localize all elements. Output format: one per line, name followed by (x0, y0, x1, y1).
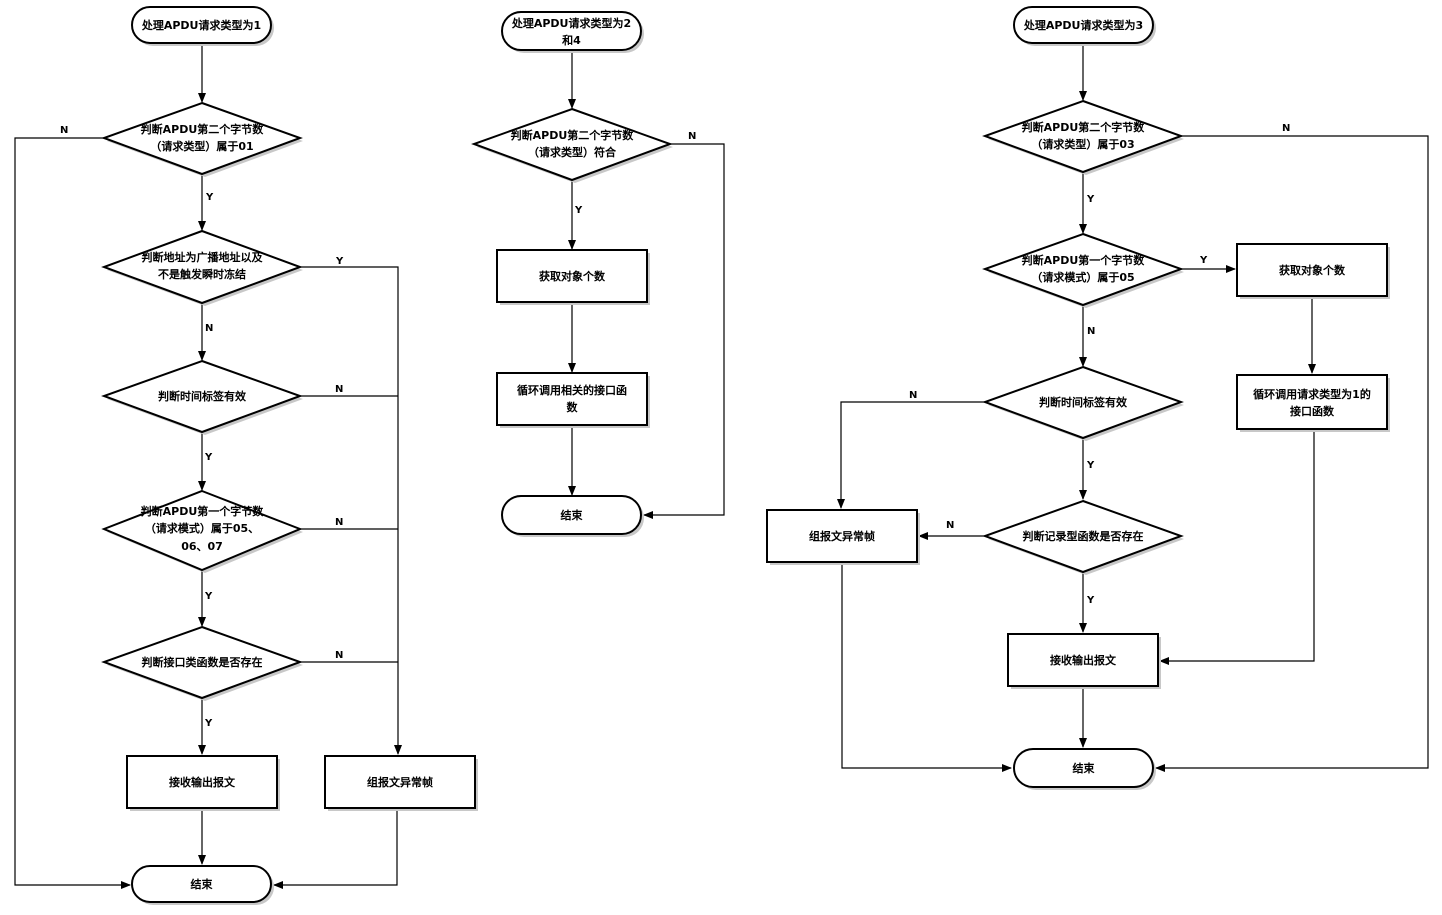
start-label-line2: 和4 (562, 33, 581, 47)
process-label: 接收输出报文 (169, 775, 236, 789)
end-terminal: 结束 (131, 865, 274, 905)
edge-label-yes: Y (204, 718, 213, 729)
decision-label-line1: 判断地址为广播地址以及 (142, 250, 264, 264)
decision-label: 判断记录型函数是否存在 (1023, 529, 1144, 543)
edge-req-type-no (643, 143, 725, 519)
decision-label-line2: （请求模式）属于05 (1031, 270, 1134, 284)
flowchart-1-edge-labels: N Y Y N N Y N Y N Y (60, 125, 344, 729)
decision-time-tag: 判断时间标签有效 (101, 359, 303, 435)
edge-label-yes: Y (1086, 194, 1095, 205)
decision-label-line1: 判断APDU第一个字节数 (1022, 253, 1146, 267)
decision-label-line2: （请求类型）属于03 (1031, 137, 1134, 151)
edge-label-no: N (946, 520, 954, 531)
decision-label: 判断时间标签有效 (1039, 395, 1128, 409)
process-label-line2: 接口函数 (1290, 404, 1335, 418)
start-terminal: 处理APDU请求类型为1 (131, 6, 274, 46)
process-loop-call: 循环调用请求类型为1的 接口函数 (1236, 374, 1390, 432)
edge-label-no: N (335, 650, 343, 661)
process-label: 获取对象个数 (539, 269, 606, 283)
decision-label-line3: 06、07 (181, 540, 223, 553)
start-terminal: 处理APDU请求类型为2 和4 (501, 11, 644, 53)
start-label: 处理APDU请求类型为1 (141, 18, 261, 32)
edge-label-yes: Y (204, 452, 213, 463)
end-terminal: 结束 (501, 495, 644, 537)
start-label: 处理APDU请求类型为3 (1023, 18, 1143, 32)
process-label: 接收输出报文 (1050, 653, 1117, 667)
decision-label-line1: 判断APDU第二个字节数 (141, 122, 265, 136)
process-receive-output: 接收输出报文 (126, 755, 280, 811)
edge-error-to-end (841, 562, 1012, 772)
process-get-object-count: 获取对象个数 (1236, 243, 1390, 299)
process-error-frame: 组报文异常帧 (324, 755, 478, 811)
edge-label-no: N (335, 384, 343, 395)
edge-label-yes: Y (1199, 255, 1208, 266)
process-label: 组报文异常帧 (809, 529, 875, 543)
end-label: 结束 (560, 508, 584, 522)
edge-label-no: N (335, 517, 343, 528)
end-terminal: 结束 (1013, 748, 1156, 790)
edge-label-no: N (688, 131, 696, 142)
decision-request-type: 判断APDU第二个字节数 （请求类型）属于03 (982, 99, 1184, 175)
decision-label-line1: 判断APDU第二个字节数 (511, 128, 635, 142)
edge-req-type-no (1155, 135, 1429, 772)
decision-label-line2: （请求模式）属于05、 (145, 521, 259, 535)
process-label: 组报文异常帧 (367, 775, 433, 789)
end-label: 结束 (190, 877, 214, 891)
edge-label-no: N (909, 390, 917, 401)
edge-loop-to-receive (1159, 429, 1315, 665)
decision-request-mode: 判断APDU第一个字节数 （请求模式）属于05 (982, 232, 1184, 308)
decision-time-tag: 判断时间标签有效 (982, 365, 1184, 441)
process-label: 获取对象个数 (1279, 263, 1346, 277)
flowchart-3-edge-labels: N Y Y N N Y N Y (909, 123, 1290, 606)
edge-label-yes: Y (335, 256, 344, 267)
edge-label-yes: Y (205, 192, 214, 203)
edge-label-no: N (205, 323, 213, 334)
decision-address: 判断地址为广播地址以及 不是触发瞬时冻结 (101, 229, 303, 306)
flowchart-1-edges (14, 42, 402, 889)
decision-label-line2: （请求类型）属于01 (150, 139, 253, 153)
process-loop-call: 循环调用相关的接口函 数 (496, 372, 650, 428)
flowchart-1: 处理APDU请求类型为1 判断APDU第二个字节数 （请求类型）属于01 判断地… (14, 6, 478, 905)
start-label-line1: 处理APDU请求类型为2 (511, 16, 631, 30)
process-label-line1: 循环调用请求类型为1的 (1253, 387, 1371, 401)
flowchart-3: 处理APDU请求类型为3 判断APDU第二个字节数 （请求类型）属于03 判断A… (766, 6, 1429, 790)
decision-label-line1: 判断APDU第二个字节数 (1022, 120, 1146, 134)
decision-label-line2: 不是触发瞬时冻结 (158, 267, 246, 281)
end-label: 结束 (1072, 761, 1096, 775)
edge-label-no: N (1282, 123, 1290, 134)
edge-error-to-end (273, 808, 398, 889)
decision-request-type: 判断APDU第二个字节数 （请求类型）属于01 (101, 101, 303, 177)
flowchart-2-edge-labels: N Y (574, 131, 696, 216)
decision-interface-function: 判断接口类函数是否存在 (101, 625, 303, 701)
edge-label-yes: Y (1086, 595, 1095, 606)
edge-req-type-no (14, 137, 131, 889)
decision-label-line2: （请求类型）符合 (528, 145, 617, 159)
process-error-frame: 组报文异常帧 (766, 509, 920, 565)
edge-label-no: N (1087, 326, 1095, 337)
flowchart-2: 处理APDU请求类型为2 和4 判断APDU第二个字节数 （请求类型）符合 获取… (471, 11, 725, 537)
process-label-line2: 数 (567, 400, 579, 414)
decision-label-line1: 判断APDU第一个字节数 (141, 504, 265, 518)
flowchart-2-edges (568, 50, 725, 519)
edge-label-yes: Y (204, 591, 213, 602)
edge-label-no: N (60, 125, 68, 136)
edge-address-yes (300, 266, 402, 755)
edge-time-tag-no (837, 401, 985, 509)
process-label-line1: 循环调用相关的接口函 (517, 383, 627, 397)
decision-label: 判断时间标签有效 (158, 389, 247, 403)
process-receive-output: 接收输出报文 (1007, 633, 1161, 689)
edge-label-yes: Y (574, 205, 583, 216)
decision-request-type: 判断APDU第二个字节数 （请求类型）符合 (471, 107, 673, 183)
flowchart-3-edges (837, 42, 1429, 772)
decision-label: 判断接口类函数是否存在 (142, 655, 263, 669)
edge-label-yes: Y (1086, 460, 1095, 471)
process-get-object-count: 获取对象个数 (496, 249, 650, 305)
start-terminal: 处理APDU请求类型为3 (1013, 6, 1156, 46)
decision-request-mode: 判断APDU第一个字节数 （请求模式）属于05、 06、07 (101, 489, 303, 573)
decision-record-function: 判断记录型函数是否存在 (982, 499, 1184, 575)
